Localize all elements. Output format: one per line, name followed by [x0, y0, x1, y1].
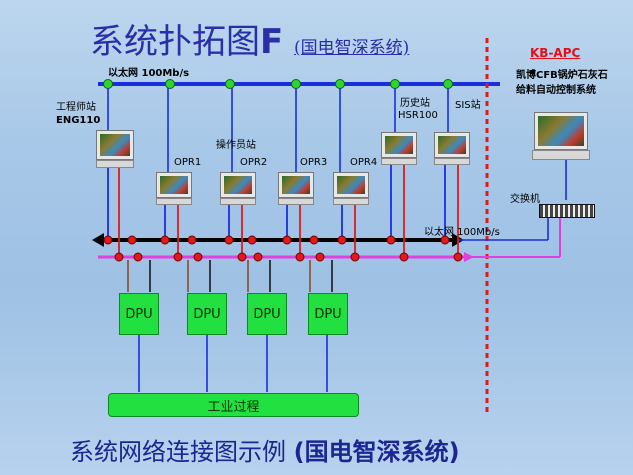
top-bus-label: 以太网 100Mb/s — [108, 68, 190, 79]
top-bus-nodes — [103, 79, 453, 89]
sis-station-label: SIS站 — [455, 100, 481, 111]
top-node-opr1 — [165, 79, 175, 89]
top-node-hsr — [390, 79, 400, 89]
top-links — [107, 88, 449, 172]
opr1-label: OPR1 — [174, 157, 202, 168]
switch-label: 交换机 — [510, 194, 540, 205]
dpu-2: DPU — [187, 293, 227, 335]
eng-station-id: ENG110 — [56, 115, 101, 126]
dpu-3: DPU — [247, 293, 287, 335]
page-title: 系统扑拓图F (国电智深系统) — [90, 22, 410, 62]
footer-caption: 系统网络连接图示例 (国电智深系统) — [70, 438, 460, 466]
top-node-opr4 — [335, 79, 345, 89]
opr2-label: OPR2 — [240, 157, 268, 168]
eng-station-label: 工程师站 — [56, 102, 96, 113]
industrial-process: 工业过程 — [108, 393, 359, 417]
bus-nodes — [103, 235, 463, 262]
dpu-1: DPU — [119, 293, 159, 335]
dpu-4: DPU — [308, 293, 348, 335]
apc-title: KB-APC — [530, 46, 581, 60]
top-node-sis — [443, 79, 453, 89]
operator-station-label: 操作员站 — [216, 140, 256, 151]
top-node-eng — [103, 79, 113, 89]
top-node-opr2 — [225, 79, 235, 89]
apc-description: 凯博CFB锅炉石灰石 给料自动控制系统 — [516, 70, 608, 96]
history-station-id: HSR100 — [398, 110, 438, 121]
title-subtitle: (国电智深系统) — [294, 38, 410, 58]
history-station-label: 历史站 — [400, 98, 430, 109]
top-node-opr3 — [291, 79, 301, 89]
network-switch-icon — [539, 204, 595, 218]
opr4-label: OPR4 — [350, 157, 378, 168]
opr3-label: OPR3 — [300, 157, 328, 168]
bottom-bus-label: 以太网 100Mb/s — [424, 227, 500, 238]
